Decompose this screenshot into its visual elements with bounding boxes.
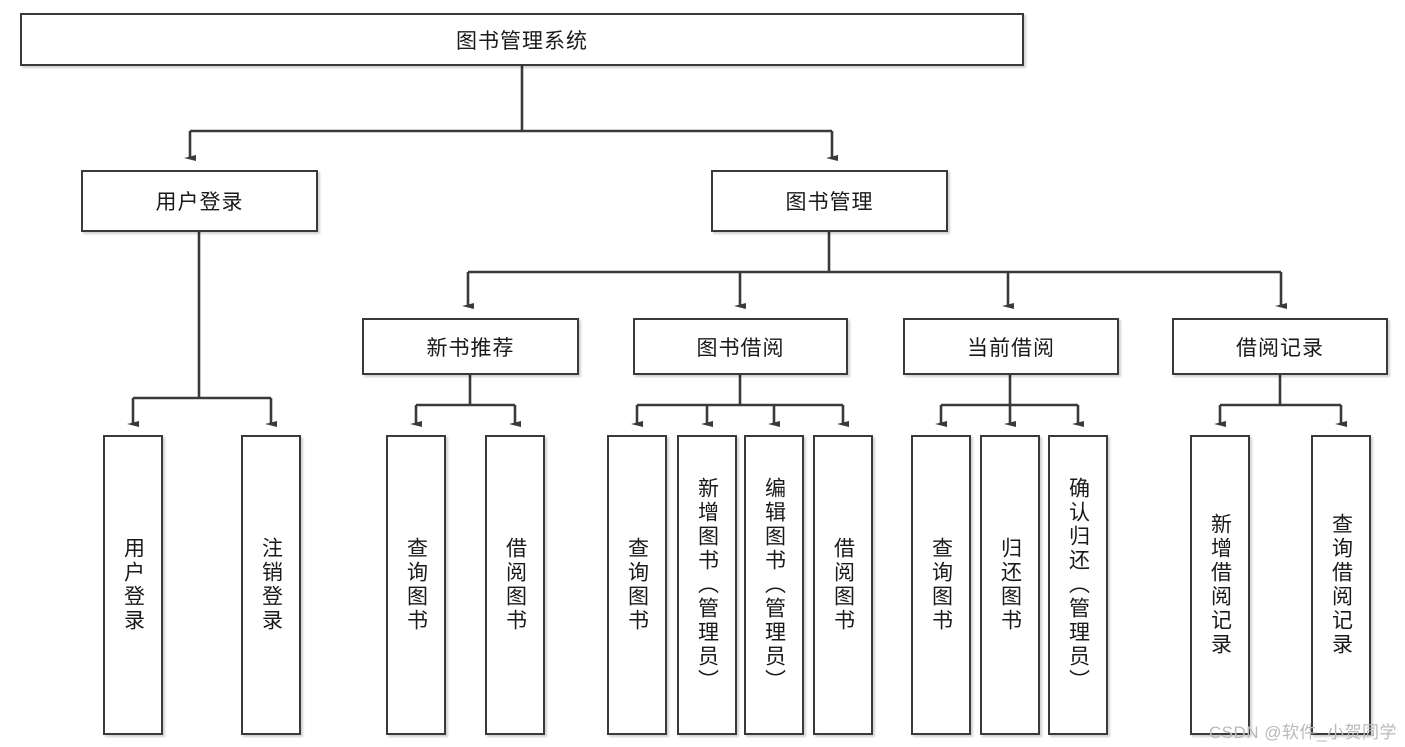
leaf-label: 查询图书: [625, 537, 649, 633]
leaf-label: 借阅图书: [831, 537, 855, 633]
leaf-borrow-record-add-record[interactable]: 新增借阅记录: [1190, 435, 1250, 735]
leaf-book-borrow-add-book-admin[interactable]: 新增图书（管理员）: [677, 435, 737, 735]
leaf-label: 用户登录: [121, 537, 145, 633]
leaf-current-borrow-query-book[interactable]: 查询图书: [911, 435, 971, 735]
leaf-label: 归还图书: [998, 537, 1022, 633]
leaf-user-login-login[interactable]: 用户登录: [103, 435, 163, 735]
leaf-label: 编辑图书（管理员）: [762, 477, 786, 693]
leaf-current-borrow-return-book[interactable]: 归还图书: [980, 435, 1040, 735]
leaf-book-borrow-query-book[interactable]: 查询图书: [607, 435, 667, 735]
leaf-new-book-borrow-book[interactable]: 借阅图书: [485, 435, 545, 735]
leaf-borrow-record-query-record[interactable]: 查询借阅记录: [1311, 435, 1371, 735]
leaf-user-login-logout[interactable]: 注销登录: [241, 435, 301, 735]
leaf-book-borrow-borrow-book[interactable]: 借阅图书: [813, 435, 873, 735]
node-root-system[interactable]: 图书管理系统: [20, 13, 1024, 66]
leaf-label: 新增图书（管理员）: [695, 477, 719, 693]
leaf-label: 查询图书: [929, 537, 953, 633]
leaf-new-book-query-book[interactable]: 查询图书: [386, 435, 446, 735]
node-borrow-record[interactable]: 借阅记录: [1172, 318, 1388, 375]
leaf-label: 借阅图书: [503, 537, 527, 633]
node-book-management[interactable]: 图书管理: [711, 170, 948, 232]
node-new-book-recommend[interactable]: 新书推荐: [362, 318, 579, 375]
leaf-book-borrow-edit-book-admin[interactable]: 编辑图书（管理员）: [744, 435, 804, 735]
node-book-borrow[interactable]: 图书借阅: [633, 318, 848, 375]
watermark-text: CSDN @软件_小贺同学: [1208, 723, 1397, 742]
leaf-label: 确认归还（管理员）: [1066, 477, 1090, 693]
node-user-login[interactable]: 用户登录: [81, 170, 318, 232]
leaf-label: 查询图书: [404, 537, 428, 633]
leaf-label: 新增借阅记录: [1208, 513, 1232, 657]
leaf-current-borrow-confirm-return-admin[interactable]: 确认归还（管理员）: [1048, 435, 1108, 735]
leaf-label: 注销登录: [259, 537, 283, 633]
leaf-label: 查询借阅记录: [1329, 513, 1353, 657]
node-current-borrow[interactable]: 当前借阅: [903, 318, 1119, 375]
